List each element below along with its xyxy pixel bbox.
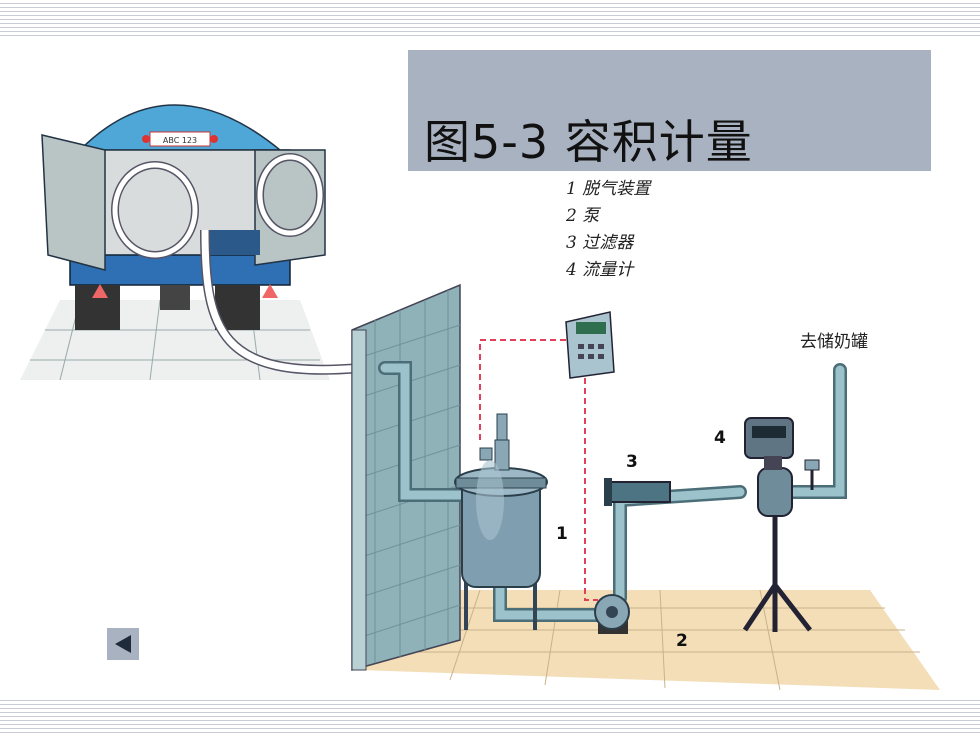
transfer-hose bbox=[201, 229, 361, 374]
back-button[interactable] bbox=[107, 628, 139, 660]
destination-label: 去储奶罐 bbox=[800, 332, 868, 352]
signal-lines bbox=[479, 339, 598, 601]
hose-coil-left bbox=[111, 161, 199, 259]
label-pump-number: 2 bbox=[676, 631, 688, 651]
truck-door-left bbox=[41, 134, 106, 271]
legend-item: 4 流量计 bbox=[566, 260, 634, 280]
title-bar: 图5-3 容积计量 bbox=[408, 50, 931, 171]
legend: 1 脱气装置 2 泵 3 过滤器 4 流量计 bbox=[566, 176, 650, 284]
page-title: 图5-3 容积计量 bbox=[424, 115, 753, 169]
header-stripes bbox=[0, 0, 980, 36]
legend-item: 2 泵 bbox=[566, 206, 600, 226]
deaerator-vessel bbox=[454, 413, 548, 630]
truck-tank bbox=[78, 104, 283, 151]
triangle-left-icon bbox=[115, 635, 131, 653]
label-flowmeter-number: 4 bbox=[714, 428, 726, 448]
truck-door-right bbox=[254, 149, 326, 266]
control-unit bbox=[565, 311, 615, 379]
label-deaerator-number: 1 bbox=[556, 524, 568, 544]
pump bbox=[594, 594, 630, 634]
legend-item: 3 过滤器 bbox=[566, 233, 634, 253]
label-filter-number: 3 bbox=[626, 452, 638, 472]
filter bbox=[604, 478, 671, 506]
truck-pump bbox=[210, 230, 260, 255]
footer-stripes bbox=[0, 697, 980, 735]
license-plate-text: ABC 123 bbox=[163, 136, 197, 145]
flowmeter bbox=[742, 417, 820, 632]
hose-coil-right bbox=[256, 153, 324, 237]
legend-item: 1 脱气装置 bbox=[566, 179, 651, 199]
